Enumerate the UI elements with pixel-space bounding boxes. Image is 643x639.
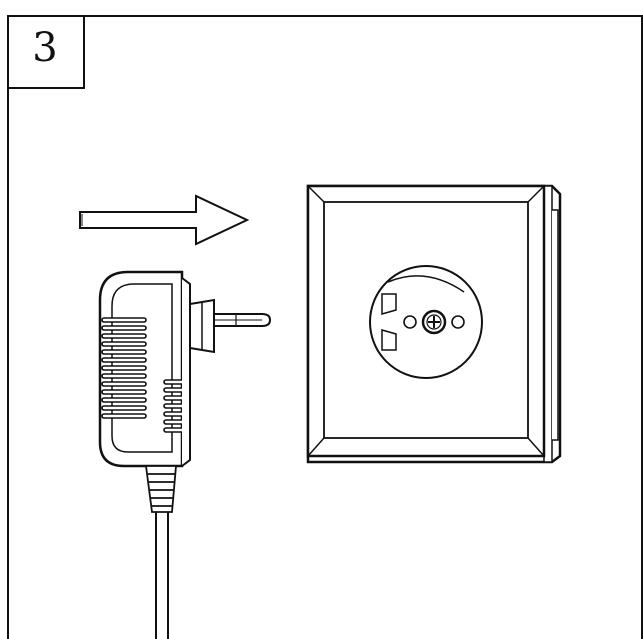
step-number-box	[7, 15, 85, 89]
screw-icon	[421, 309, 447, 335]
right-arrow-icon	[79, 194, 250, 246]
grip-slots-left	[101, 317, 147, 419]
power-cable	[155, 512, 169, 639]
socket-hole-left	[403, 315, 417, 329]
socket-hole-right	[451, 315, 465, 329]
outer-frame	[7, 15, 643, 639]
power-adapter-icon	[98, 270, 272, 639]
wall-socket-icon	[306, 184, 562, 464]
cable-strain-relief	[144, 465, 177, 513]
plug-pins	[213, 313, 272, 327]
step-number: 3	[32, 25, 58, 71]
